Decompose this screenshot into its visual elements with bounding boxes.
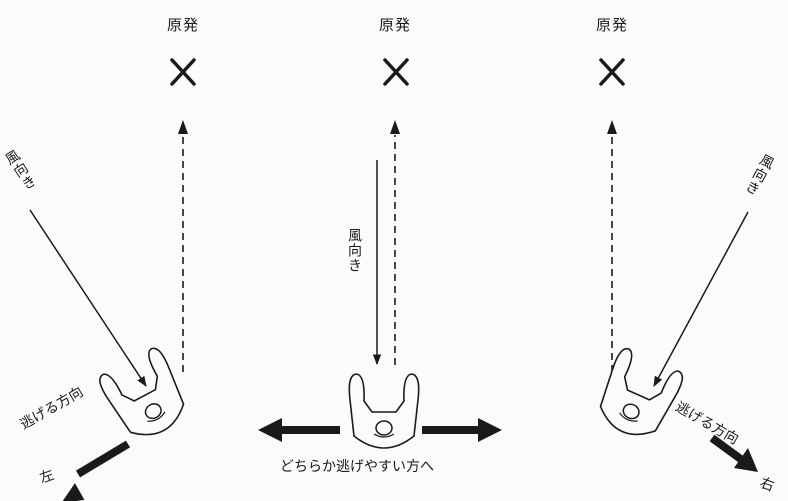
escape-arrow-left xyxy=(62,440,131,501)
nuclear-plant-cross-icon xyxy=(383,58,409,86)
wind-direction-label-center: 風向き xyxy=(346,228,362,273)
escape-arrow-right xyxy=(709,434,758,472)
escape-direction-label-center: どちらか逃げやすい方へ xyxy=(280,459,434,475)
escape-arrow-right xyxy=(422,418,502,442)
panel-center xyxy=(258,58,502,449)
nuclear-plant-cross-icon xyxy=(170,58,196,86)
sight-line-dashed-arrow xyxy=(607,120,617,372)
nuclear-plant-label-center: 原発 xyxy=(379,16,412,34)
wind-arrow xyxy=(653,211,749,387)
sight-line-dashed-arrow xyxy=(390,120,400,365)
person-figure xyxy=(99,347,185,436)
panel-left xyxy=(29,58,196,501)
escape-arrow-left xyxy=(258,418,340,442)
wind-arrow xyxy=(29,209,147,387)
person-figure xyxy=(348,373,420,449)
nuclear-plant-cross-icon xyxy=(599,58,625,86)
nuclear-plant-label-left: 原発 xyxy=(167,16,200,34)
nuclear-plant-label-right: 原発 xyxy=(596,16,629,34)
sight-line-dashed-arrow xyxy=(178,120,188,372)
panel-right xyxy=(599,58,758,472)
person-figure xyxy=(599,347,684,436)
